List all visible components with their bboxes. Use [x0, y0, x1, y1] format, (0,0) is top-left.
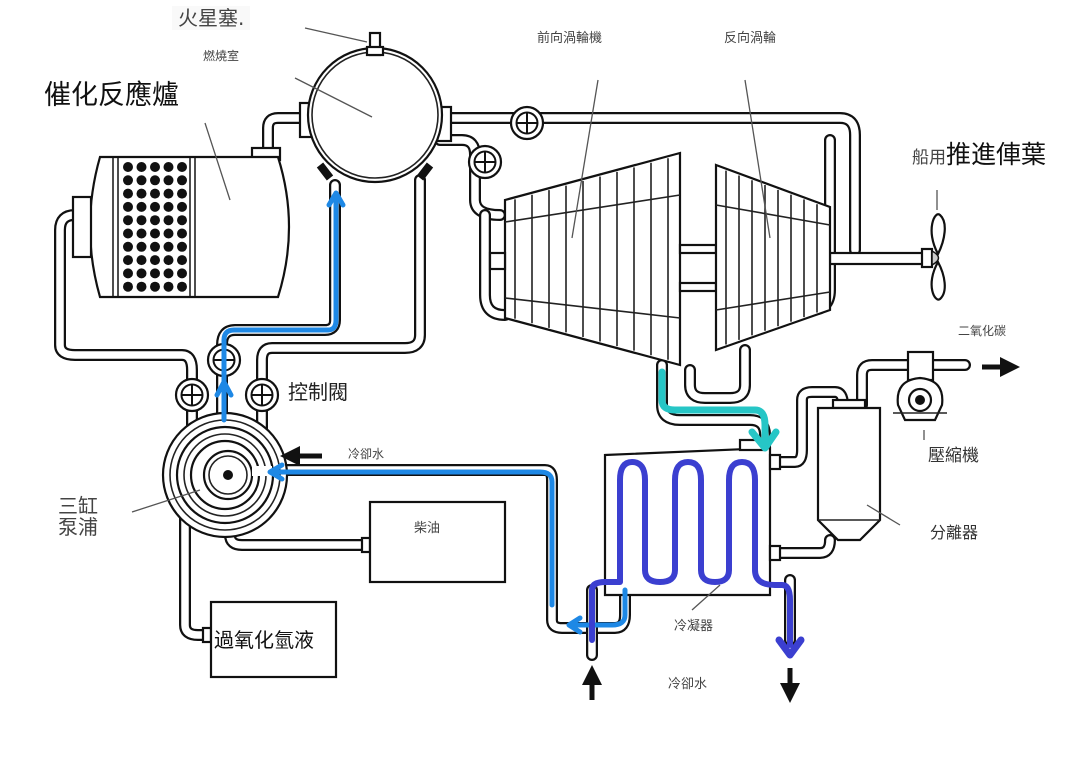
- catalyst-dot: [150, 162, 160, 172]
- label-cooling-water-bottom: 冷卻水: [668, 677, 708, 692]
- catalyst-dot: [150, 268, 160, 279]
- catalyst-dot: [123, 241, 133, 252]
- catalyst-dot: [177, 268, 187, 279]
- forward-turbine: [488, 151, 682, 367]
- label-co2: 二氧化碳: [958, 324, 1007, 338]
- catalyst-dot: [123, 255, 133, 266]
- propeller: [920, 213, 946, 301]
- valve-icon: [467, 144, 503, 180]
- catalyst-dot: [136, 228, 147, 239]
- label-forward-turbine: 前向渦輪機: [537, 31, 603, 46]
- leader-lines: [131, 27, 938, 611]
- catalyst-dot: [123, 215, 133, 226]
- label-compressor: 壓縮機: [928, 446, 979, 466]
- catalyst-dot: [163, 241, 174, 252]
- catalyst-dot: [136, 201, 147, 212]
- catalyst-dot: [150, 228, 160, 239]
- label-hydrogen-peroxide: 過氧化氫液: [214, 628, 314, 652]
- turbine-shaft-lower: [678, 281, 718, 293]
- label-diesel: 柴油: [414, 521, 441, 536]
- reverse-turbine: [714, 163, 832, 352]
- hydrogen-peroxide-tank: [201, 600, 338, 679]
- compressor: [893, 350, 947, 422]
- combustion-chamber: [298, 31, 453, 184]
- fuel-flow: [214, 190, 628, 635]
- catalyst-dot: [136, 162, 147, 172]
- catalyst-dot: [177, 175, 187, 186]
- catalyst-dot: [136, 281, 147, 292]
- flow-arrows: [280, 357, 1020, 703]
- catalyst-dot: [163, 255, 174, 266]
- catalyst-dot: [177, 281, 187, 292]
- catalyst-dot: [136, 241, 147, 252]
- catalyst-dot: [177, 215, 187, 226]
- label-propeller-main: 推進俥葉: [946, 140, 1047, 169]
- exhaust-flow: [658, 368, 780, 452]
- catalyst-dot: [136, 215, 147, 226]
- catalyst-dot: [150, 215, 160, 226]
- catalyst-dot: [163, 201, 174, 212]
- catalyst-dot: [163, 268, 174, 279]
- catalyst-dot: [177, 241, 187, 252]
- catalyst-dot: [136, 255, 147, 266]
- catalyst-dot: [177, 162, 187, 172]
- catalyst-dot: [163, 188, 174, 199]
- catalyst-dot: [163, 228, 174, 239]
- label-condenser: 冷凝器: [674, 619, 714, 634]
- label-triple-pump: 三缸 泵浦: [58, 496, 98, 538]
- catalyst-dot: [177, 201, 187, 212]
- label-catalytic-reactor: 催化反應爐: [44, 80, 179, 111]
- label-propeller: 船用推進俥葉: [912, 142, 1046, 167]
- catalyst-dot: [123, 162, 133, 172]
- triple-pump: [161, 411, 289, 539]
- catalyst-dot: [123, 201, 133, 212]
- diesel-tank: [360, 500, 507, 584]
- label-triple-pump-line1: 三缸: [58, 494, 98, 518]
- label-control-valve: 控制閥: [288, 380, 348, 404]
- catalyst-dot: [123, 228, 133, 239]
- coolant-flow: [589, 459, 805, 659]
- catalyst-dot: [150, 201, 160, 212]
- catalyst-dot: [150, 188, 160, 199]
- catalyst-dot: [163, 215, 174, 226]
- spark-plug: [365, 31, 385, 57]
- turbine-shaft-upper: [678, 243, 718, 255]
- valve-icon: [244, 377, 280, 413]
- label-separator: 分離器: [930, 523, 979, 542]
- catalyst-dot: [123, 188, 133, 199]
- label-triple-pump-line2: 泵浦: [58, 515, 98, 539]
- catalyst-dot: [150, 241, 160, 252]
- catalyst-dot: [177, 188, 187, 199]
- catalyst-dot: [123, 175, 133, 186]
- catalyst-dot: [177, 255, 187, 266]
- catalyst-dot: [150, 255, 160, 266]
- catalyst-dot: [123, 281, 133, 292]
- catalyst-dot: [150, 175, 160, 186]
- catalyst-dot: [136, 188, 147, 199]
- catalyst-dot: [163, 175, 174, 186]
- catalyst-dot: [163, 281, 174, 292]
- catalytic-reactor: [71, 146, 291, 299]
- label-spark-plug: 火星塞.: [172, 6, 251, 30]
- catalyst-dot: [136, 268, 147, 279]
- label-propeller-prefix: 船用: [912, 148, 946, 168]
- catalyst-dot: [163, 162, 174, 172]
- label-cooling-water-pump: 冷卻水: [348, 447, 385, 461]
- valve-icon: [174, 377, 210, 413]
- label-combustion-chamber: 燃燒室: [203, 49, 240, 63]
- catalyst-dot: [150, 281, 160, 292]
- label-reverse-turbine: 反向渦輪: [724, 31, 777, 46]
- catalyst-dot: [123, 268, 133, 279]
- separator: [816, 398, 882, 542]
- catalyst-dot: [136, 175, 147, 186]
- valve-icon: [509, 105, 545, 141]
- catalyst-bed: [123, 162, 187, 292]
- catalyst-dot: [177, 228, 187, 239]
